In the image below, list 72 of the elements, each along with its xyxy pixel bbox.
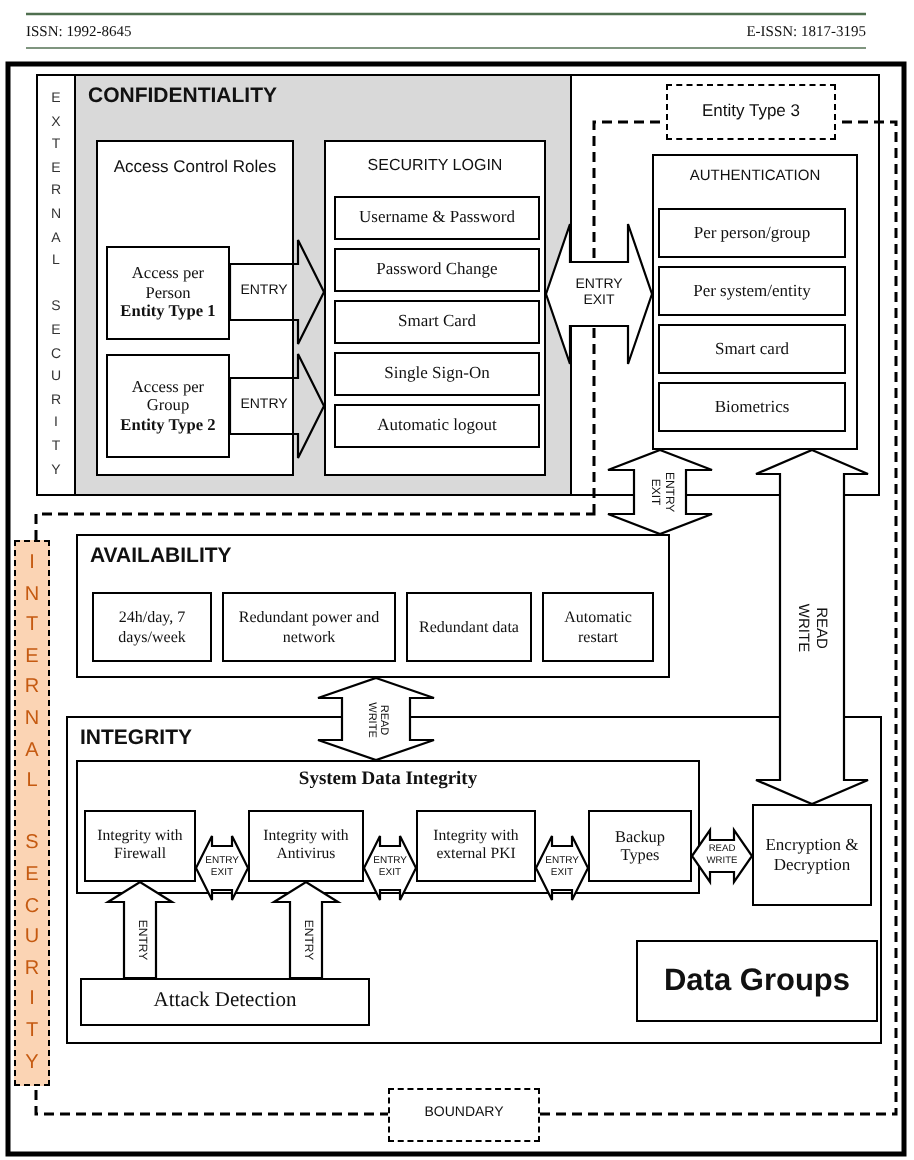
item-box	[248, 810, 364, 882]
item-box	[334, 300, 540, 344]
item-label: Access per Person	[129, 264, 207, 303]
group-box	[652, 154, 858, 450]
group-title: SECURITY LOGIN	[365, 156, 505, 174]
item-box	[334, 196, 540, 240]
item-label: Redundant power and network	[236, 608, 382, 646]
dashed-tag-box	[666, 84, 836, 140]
item-box	[222, 592, 396, 662]
item-label: Automatic restart	[562, 608, 634, 646]
block-arrow	[104, 880, 176, 980]
heading-text: Data Groups	[663, 963, 850, 999]
item-label: Smart card	[714, 339, 790, 359]
tag-label: Entity Type 3	[702, 102, 800, 122]
item-box	[588, 810, 692, 882]
group-box	[324, 140, 546, 476]
item-label: Redundant data	[419, 617, 519, 637]
block-arrow	[194, 834, 250, 902]
item-box	[542, 592, 654, 662]
item-label: Entity Type 1	[120, 302, 216, 322]
section-panel	[76, 534, 670, 678]
block-arrow	[534, 834, 590, 902]
block-arrow	[362, 834, 418, 902]
item-box	[84, 810, 196, 882]
item-box	[106, 246, 230, 340]
item-label: 24h/day, 7 days/week	[116, 608, 188, 646]
block-arrow	[228, 238, 326, 346]
block-arrow	[544, 222, 654, 366]
item-label: Biometrics	[714, 397, 790, 417]
item-label: Password Change	[376, 260, 498, 280]
heading-box	[636, 940, 878, 1022]
dashed-tag-box	[388, 1088, 540, 1142]
shaded-panel	[74, 74, 572, 496]
block-arrow	[316, 676, 436, 762]
block-arrow	[754, 448, 870, 806]
item-box	[658, 208, 846, 258]
item-label: Single Sign-On	[384, 364, 490, 384]
item-label: Attack Detection	[153, 989, 297, 1015]
section-title: INTEGRITY	[80, 726, 193, 750]
item-box	[334, 248, 540, 292]
item-box	[106, 354, 230, 458]
item-box	[406, 592, 532, 662]
item-label: Username & Password	[359, 208, 515, 228]
item-box	[416, 810, 536, 882]
block-arrow	[690, 826, 754, 886]
group-box	[76, 760, 700, 894]
item-box	[658, 382, 846, 432]
item-box	[658, 324, 846, 374]
item-label: Smart Card	[398, 312, 476, 332]
group-title: System Data Integrity	[296, 770, 480, 790]
vertical-label: INTERNAL SECURITY	[22, 550, 42, 1077]
block-arrow	[270, 880, 342, 980]
item-box	[334, 352, 540, 396]
dashed-column-box	[14, 540, 50, 1086]
item-label: Access per Group	[129, 377, 207, 416]
item-box	[334, 404, 540, 448]
section-title: CONFIDENTIALITY	[88, 84, 277, 108]
item-label: Per person/group	[693, 223, 811, 243]
item-box	[658, 266, 846, 316]
block-arrow	[228, 352, 326, 460]
item-label: Per system/entity	[693, 281, 811, 301]
item-label: Automatic logout	[377, 416, 497, 436]
block-arrow	[606, 448, 714, 536]
item-label: Entity Type 2	[120, 415, 216, 435]
item-box	[92, 592, 212, 662]
group-box	[96, 140, 294, 476]
item-label: Encryption & Decryption	[763, 835, 861, 875]
item-label: Backup Types	[612, 827, 667, 865]
item-box	[80, 978, 370, 1026]
item-box	[752, 804, 872, 906]
group-title: Access Control Roles	[111, 156, 279, 176]
section-title: AVAILABILITY	[90, 544, 232, 568]
